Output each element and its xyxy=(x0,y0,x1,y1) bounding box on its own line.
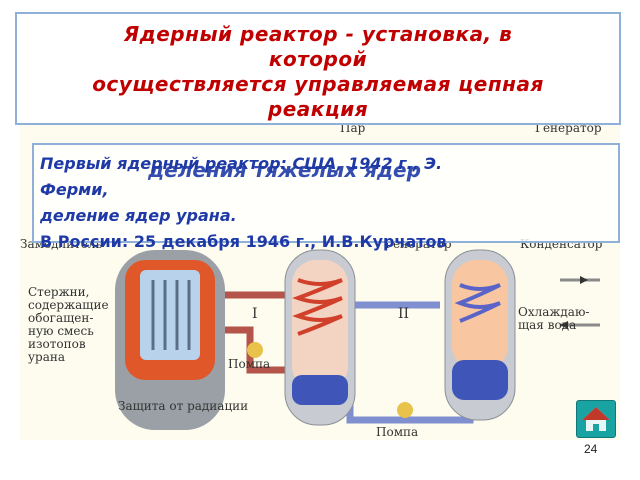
page-number: 24 xyxy=(584,442,598,456)
title-line: реакция xyxy=(267,97,369,121)
label-shield: Защита от радиации xyxy=(118,399,249,413)
reactor-schematic xyxy=(115,249,600,430)
title-box: Ядерный реактор - установка, в которой о… xyxy=(15,12,621,125)
home-button[interactable] xyxy=(576,400,616,438)
title-line: осуществляется управляемая цепная xyxy=(92,72,544,96)
info-text: Первый ядерный реактор: США, 1942 г., Э.… xyxy=(40,151,447,255)
info-line: В России: 25 декабря 1946 г., И.В.Курчат… xyxy=(40,232,447,251)
info-line: деление ядер урана. xyxy=(40,206,237,225)
info-line: Ферми, xyxy=(40,180,109,199)
label-rods: Стержни, содержащие обогащен- ную смесь … xyxy=(28,285,109,364)
info-box: Первый ядерный реактор: США, 1942 г., Э.… xyxy=(32,143,620,251)
label-pump-1: Помпа xyxy=(228,357,271,371)
slide-title: Ядерный реактор - установка, в которой о… xyxy=(17,22,619,122)
title-line: Ядерный реактор - установка, в xyxy=(123,22,513,46)
title-line: которой xyxy=(268,47,368,71)
home-icon xyxy=(582,407,610,431)
label-loop-2: II xyxy=(398,306,410,322)
label-loop-1: I xyxy=(252,306,258,322)
title-overlap: деления тяжелых ядер xyxy=(148,158,421,182)
label-coolant: Охлаждаю- щая вода xyxy=(518,305,590,332)
label-pump-2: Помпа xyxy=(376,425,419,439)
info-line: Первый ядерный реактор: США, 1942 г., Э. xyxy=(40,154,443,173)
